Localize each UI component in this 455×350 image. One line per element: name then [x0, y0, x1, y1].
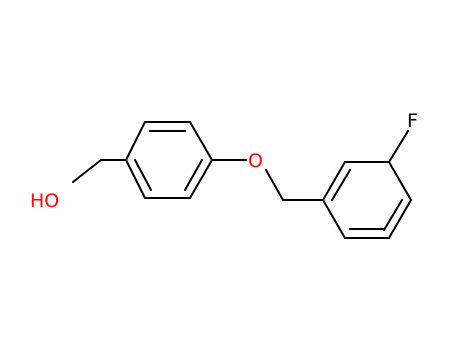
- fluorine-label: F: [407, 110, 418, 132]
- ring2-bond-6: [322, 199, 346, 239]
- ether-oxygen-label: O: [248, 150, 263, 172]
- ring2-double-bond-left: [331, 169, 351, 201]
- ring1-double-bond-right: [184, 159, 203, 191]
- ring1-bond-3: [189, 121, 213, 161]
- ring1-bond-6: [125, 159, 146, 199]
- hydroxyl-label: HO: [30, 190, 59, 212]
- ring1-double-bond-left: [134, 159, 152, 191]
- bond-o-ch2: [265, 169, 284, 201]
- ring2-bond-4: [388, 199, 412, 239]
- bond-ho-ch2: [72, 159, 102, 183]
- hydroxymethyl-group: [72, 159, 127, 183]
- ring2-bond-1: [322, 161, 346, 201]
- ether-linkage: [211, 159, 324, 201]
- left-benzene-ring: [125, 121, 213, 199]
- bond-ring2-f: [388, 130, 409, 163]
- right-benzene-ring: [322, 130, 412, 239]
- ring2-double-bond-right: [383, 199, 403, 231]
- ring2-bond-3: [388, 161, 412, 201]
- ring1-bond-1: [125, 121, 146, 161]
- ring1-bond-4: [189, 159, 213, 199]
